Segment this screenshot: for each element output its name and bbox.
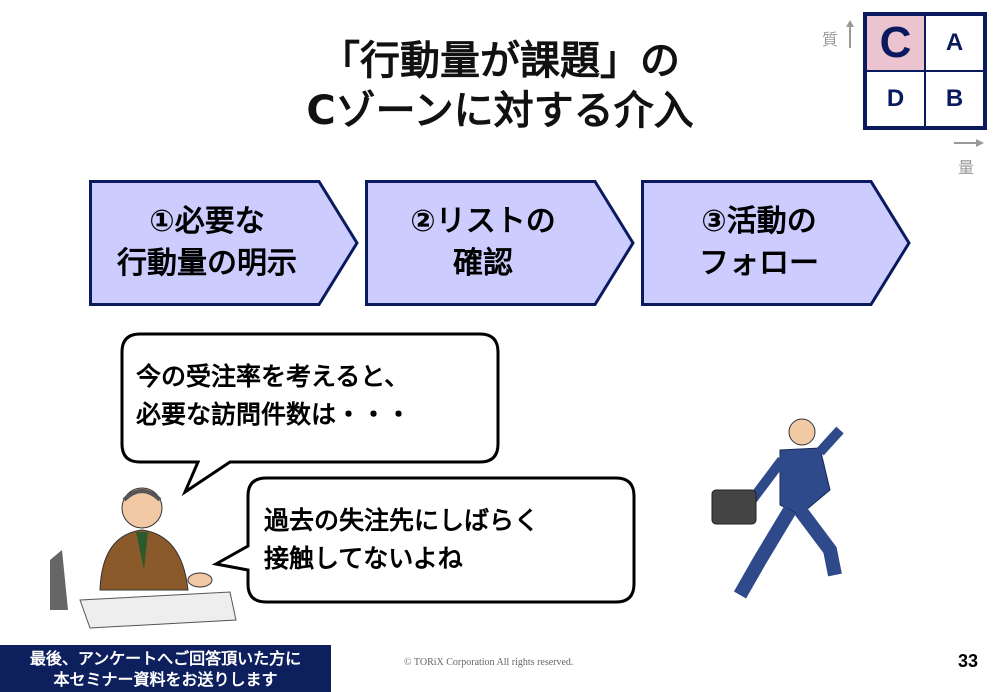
matrix-cell-c: C [866,15,925,71]
quality-axis-label: 質 [822,30,839,49]
manager-at-desk-illustration [50,487,237,629]
matrix-cell-a: A [925,15,984,71]
bubble-1-line-2: 必要な訪問件数は・・・ [136,400,412,429]
step-1-chevron: ①必要な行動量の明示 [89,180,361,306]
step-3-chevron: ③活動のフォロー [641,180,913,306]
step-3-line-1: ③活動の [701,204,817,239]
quantity-axis-label: 量 [958,158,975,177]
survey-notice-banner: 最後、アンケートへご回答頂いた方に 本セミナー資料をお送りします [0,645,331,692]
copyright-text: © TORiX Corporation All rights reserved. [404,657,574,668]
page-number: 33 [958,651,979,671]
notice-line-2: 本セミナー資料をお送りします [53,670,278,689]
slide-title: 「行動量が課題」の Cゾーンに対する介入 [200,36,800,136]
up-arrow-icon [846,20,854,48]
matrix-cell-b: B [925,71,984,127]
quality-quantity-matrix: C A D B [863,12,987,130]
step-3-line-2: フォロー [699,246,819,281]
step-2-line-1: ②リストの [410,204,556,239]
bubble-1-line-1: 今の受注率を考えると、 [136,362,410,391]
bubble-2-line-1: 過去の失注先にしばらく [264,506,540,535]
speech-bubble-2: 過去の失注先にしばらく接触してないよね [210,474,640,608]
right-arrow-icon [954,139,984,147]
matrix-cell-d: D [866,71,925,127]
speech-bubble-1: 今の受注率を考えると、必要な訪問件数は・・・ [110,330,510,500]
running-businessman-illustration [711,418,844,599]
bubble-2-line-2: 接触してないよね [264,544,463,573]
step-1-line-2: 行動量の明示 [117,246,297,281]
notice-line-1: 最後、アンケートへご回答頂いた方に [29,649,302,668]
step-2-chevron: ②リストの確認 [365,180,637,306]
title-line-1: 「行動量が課題」の [320,38,680,84]
step-1-line-1: ①必要な [149,204,265,239]
step-2-line-2: 確認 [453,246,513,281]
title-line-2: Cゾーンに対する介入 [306,88,694,134]
